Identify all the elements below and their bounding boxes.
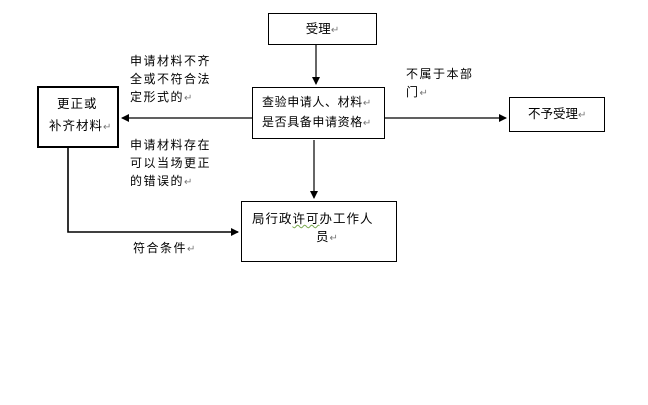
paragraph-mark: ↵ <box>187 244 196 255</box>
review-label-line2: 是否具备申请资格 <box>262 115 363 129</box>
paragraph-mark: ↵ <box>419 88 428 99</box>
edge-label-qualified-text: 符合条件 <box>133 241 188 255</box>
paragraph-mark: ↵ <box>184 177 193 188</box>
edge-label-correctable-line2: 可以当场更正 <box>130 156 212 170</box>
review-label-line1: 查验申请人、材料 <box>262 95 363 109</box>
staff-node: 局行政许可办工作人 员↵ <box>241 201 397 262</box>
accept-label: 受理 <box>305 21 331 36</box>
staff-label-a: 局行政 <box>252 211 293 226</box>
paragraph-mark: ↵ <box>103 122 112 133</box>
paragraph-mark: ↵ <box>362 118 372 129</box>
staff-label-line2: 员 <box>316 229 330 244</box>
accept-node: 受理↵ <box>268 13 377 45</box>
paragraph-mark: ↵ <box>184 93 193 104</box>
edge-label-correctable-line3: 的错误的 <box>130 174 185 188</box>
paragraph-mark: ↵ <box>362 98 372 109</box>
staff-label-c: 办工作人 <box>319 211 374 226</box>
edge-label-incomplete-line2: 全或不符合法 <box>130 72 212 86</box>
edge-label-not-department-line1: 不属于本部 <box>406 67 474 81</box>
edge-label-not-department: 不属于本部 门↵ <box>406 65 474 103</box>
correct-node: 更正或 补齐材料↵ <box>37 86 119 148</box>
edge-label-incomplete-line3: 定形式的 <box>130 90 185 104</box>
edge-label-incomplete: 申请材料不齐 全或不符合法 定形式的↵ <box>130 52 211 108</box>
paragraph-mark: ↵ <box>578 110 587 121</box>
reject-label: 不予受理 <box>528 106 579 121</box>
staff-label-b: 许可 <box>292 211 320 226</box>
edge-label-incomplete-line1: 申请材料不齐 <box>130 54 212 68</box>
correct-label-line2: 补齐材料 <box>49 118 104 133</box>
paragraph-mark: ↵ <box>330 25 340 36</box>
edge-label-correctable-line1: 申请材料存在 <box>130 138 212 152</box>
edge-label-correctable: 申请材料存在 可以当场更正 的错误的↵ <box>130 136 211 192</box>
correct-label-line1: 更正或 <box>57 96 98 111</box>
reject-node: 不予受理↵ <box>509 97 605 132</box>
edge-label-not-department-line2: 门 <box>406 85 420 99</box>
arrow-correct-to-staff <box>67 148 239 236</box>
paragraph-mark: ↵ <box>329 233 338 244</box>
edge-label-qualified: 符合条件↵ <box>133 239 195 259</box>
review-node: 查验申请人、材料↵ 是否具备申请资格↵ <box>252 87 385 139</box>
